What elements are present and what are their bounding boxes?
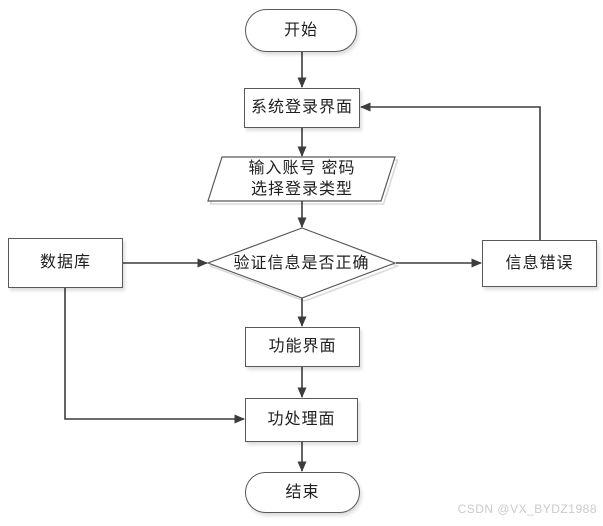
node-end-label: 结束	[285, 483, 320, 501]
node-function-screen: 功能界面	[245, 327, 360, 367]
edge-database-process	[64, 288, 245, 424]
node-function-label: 功能界面	[268, 338, 337, 355]
io-parallelogram-shape	[207, 156, 396, 202]
node-info-error-label: 信息错误	[505, 254, 574, 272]
decision-diamond-shape	[206, 227, 397, 299]
node-login-screen: 系统登录界面	[244, 88, 360, 128]
node-database-label: 数据库	[39, 254, 91, 271]
csdn-watermark: CSDN @VX_BYDZ1988	[457, 502, 597, 516]
node-process-screen: 功处理面	[245, 398, 358, 442]
node-process-label: 功处理面	[267, 411, 336, 428]
node-login-label: 系统登录界面	[250, 99, 353, 116]
node-start-label: 开始	[283, 21, 318, 39]
node-end: 结束	[245, 472, 360, 513]
node-database: 数据库	[8, 238, 123, 288]
node-start: 开始	[245, 9, 357, 52]
node-info-error: 信息错误	[482, 240, 597, 287]
edge-error-login	[360, 102, 541, 240]
